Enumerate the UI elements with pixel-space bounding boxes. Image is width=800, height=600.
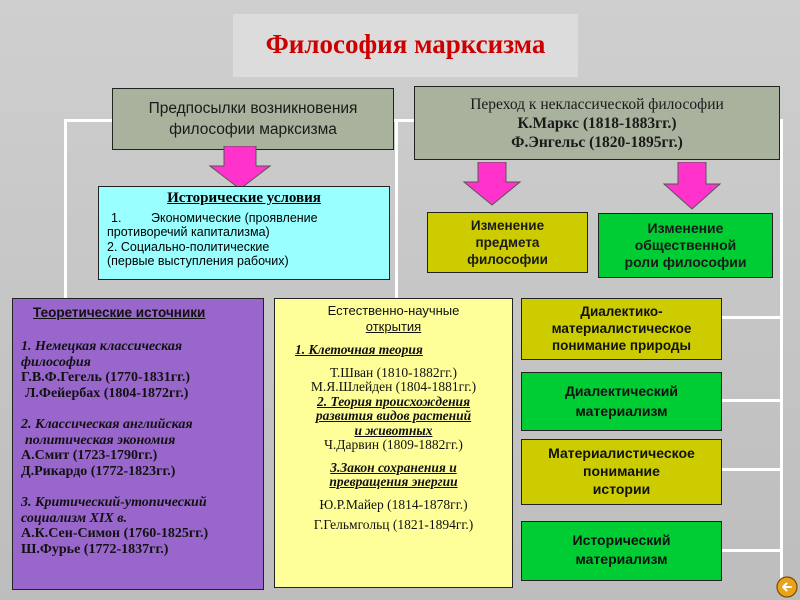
history-understanding-line1: Материалистическое: [548, 445, 695, 461]
dialectic-nature-box: Диалектико- материалистическое понимание…: [521, 298, 722, 360]
historical-conditions-box: Исторические условия 1. Экономические (пр…: [98, 186, 390, 280]
source3-title-line1: 3. Критический-утопический: [21, 495, 207, 510]
subject-change-line3: философии: [467, 252, 548, 267]
transition-line2: К.Маркс (1818-1883гг.): [517, 115, 677, 132]
source2-person1: А.Смит (1723-1790гг.): [21, 448, 158, 463]
source1-person2: Л.Фейербах (1804-1872гг.): [25, 385, 189, 401]
source3-person2: Ш.Фурье (1772-1837гг.): [21, 541, 169, 557]
discovery3-person1: Ю.Р.Майер (1814-1878гг.): [319, 496, 468, 512]
prerequisites-box: Предпосылки возникновения философии марк…: [112, 88, 394, 150]
historical-materialism-box: Исторический материализм: [521, 521, 722, 581]
discovery3-title-line1: 3.Закон сохранения и: [330, 459, 457, 475]
subject-change-box: Изменение предмета философии: [427, 212, 588, 273]
historical-item1-line2: противоречий капитализма): [107, 225, 270, 239]
subject-change-line1: Изменение: [470, 218, 545, 233]
source1-person1: Г.В.Ф.Гегель (1770-1831гг.): [21, 370, 191, 385]
discovery2-title-line2: развития видов растений: [315, 408, 472, 423]
source1-title-line2: философия: [21, 354, 91, 370]
dialectic-materialism-line1: Диалектический: [564, 383, 679, 399]
transition-box: Переход к неклассической философии К.Мар…: [414, 86, 780, 160]
theoretical-sources-heading: Теоретические источники: [33, 305, 206, 320]
discovery2-title-line1: 2. Теория происхождения: [316, 393, 471, 409]
connector-line: [394, 119, 420, 122]
dialectic-nature-line1: Диалектико-: [580, 304, 663, 319]
historical-item1-number: 1.: [111, 211, 122, 225]
prerequisites-line2: философии марксизма: [169, 121, 337, 138]
historical-item1-text: Экономические (проявление: [151, 211, 318, 225]
historical-item1-line1: 1. Экономические (проявление: [107, 211, 389, 225]
historical-materialism-line1: Исторический: [572, 532, 671, 548]
discovery3-title-line2: превращения энергии: [329, 474, 458, 489]
source2-title-line1: 2. Классическая английская: [21, 417, 193, 432]
source2-person2: Д.Рикардо (1772-1823гг.): [21, 463, 176, 479]
historical-item2-line1: 2. Социально-политические: [107, 240, 270, 254]
role-change-line1: Изменение: [647, 220, 724, 236]
historical-materialism-line2: материализм: [575, 551, 668, 567]
natural-science-box: Естественно-научные открытия 1. Клеточна…: [274, 298, 513, 588]
source3-title-line2: социализм XIX в.: [21, 510, 127, 526]
role-change-line2: общественной: [634, 237, 737, 253]
arrow-down-icon: [462, 162, 522, 206]
connector-line: [722, 549, 782, 552]
history-understanding-line2: понимание: [583, 463, 660, 479]
natural-science-heading-line2: открытия: [365, 319, 422, 334]
connector-line: [722, 399, 782, 402]
role-change-line3: роли философии: [624, 254, 747, 270]
transition-line1: Переход к неклассической философии: [470, 96, 724, 113]
connector-line: [395, 119, 398, 299]
discovery2-person1: Ч.Дарвин (1809-1882гг.): [324, 437, 463, 452]
connector-line: [722, 468, 782, 471]
theoretical-sources-box: Теоретические источники 1. Немецкая клас…: [12, 298, 264, 590]
prerequisites-line1: Предпосылки возникновения: [148, 100, 358, 117]
history-understanding-line3: истории: [592, 481, 651, 497]
history-understanding-box: Материалистическое понимание истории: [521, 439, 722, 505]
subject-change-line2: предмета: [475, 235, 540, 250]
discovery3-person2: Г.Гельмгольц (1821-1894гг.): [313, 517, 474, 532]
dialectic-nature-line3: понимание природы: [552, 338, 691, 353]
connector-line: [64, 119, 67, 299]
source2-title-line2: политическая экономия: [25, 432, 176, 448]
page-title: Философия марксизма: [233, 14, 578, 77]
discovery1-person1: Т.Шван (1810-1882гг.): [329, 364, 458, 380]
discovery1-title: 1. Клеточная теория: [295, 342, 423, 357]
historical-item2-line2: (первые выступления рабочих): [107, 254, 289, 268]
dialectic-materialism-line2: материализм: [575, 403, 668, 419]
source3-person1: А.К.Сен-Симон (1760-1825гг.): [21, 526, 209, 541]
connector-line: [780, 119, 783, 589]
role-change-box: Изменение общественной роли философии: [598, 213, 773, 278]
transition-line3: Ф.Энгельс (1820-1895гг.): [511, 134, 683, 151]
back-arrow-icon[interactable]: [776, 576, 798, 598]
source1-title-line1: 1. Немецкая классическая: [21, 339, 183, 354]
historical-conditions-heading: Исторические условия: [167, 190, 321, 206]
natural-science-heading-line1: Естественно-научные: [327, 303, 460, 318]
dialectic-materialism-box: Диалектический материализм: [521, 372, 722, 431]
connector-line: [64, 119, 120, 122]
dialectic-nature-line2: материалистическое: [551, 321, 692, 336]
arrow-down-icon: [208, 146, 272, 190]
discovery2-title-line3: и животных: [354, 422, 433, 438]
arrow-down-icon: [662, 162, 722, 210]
discovery1-person2: М.Я.Шлейден (1804-1881гг.): [310, 379, 477, 394]
connector-line: [722, 316, 782, 319]
